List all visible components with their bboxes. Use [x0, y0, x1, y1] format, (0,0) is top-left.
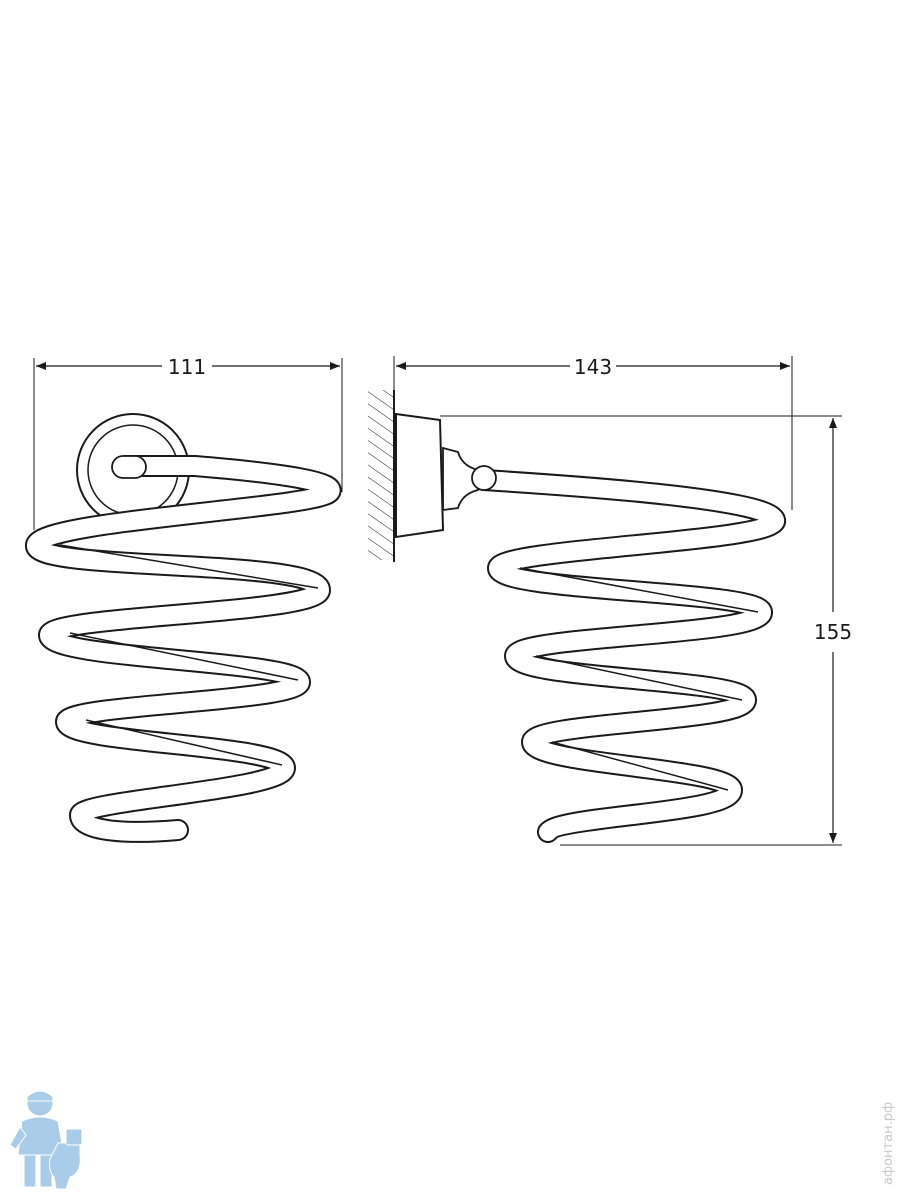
dimension-label-width: 111: [168, 355, 206, 379]
watermark-text: афонтан.рф: [881, 1102, 896, 1185]
dimension-label-depth: 143: [574, 355, 612, 379]
front-view: 111: [25, 355, 343, 843]
mounting-base: [395, 412, 445, 539]
plumber-mascot-icon: [9, 1089, 83, 1190]
dimension-label-height: 155: [814, 620, 852, 644]
side-view: 143 155: [368, 355, 852, 846]
arm-stub: [111, 455, 147, 479]
front-spiral: [25, 455, 342, 843]
mounting-neck: [442, 446, 479, 512]
wall-hatch: [368, 390, 394, 560]
side-spiral: [473, 469, 787, 843]
spiral-joint-knob: [471, 465, 497, 491]
